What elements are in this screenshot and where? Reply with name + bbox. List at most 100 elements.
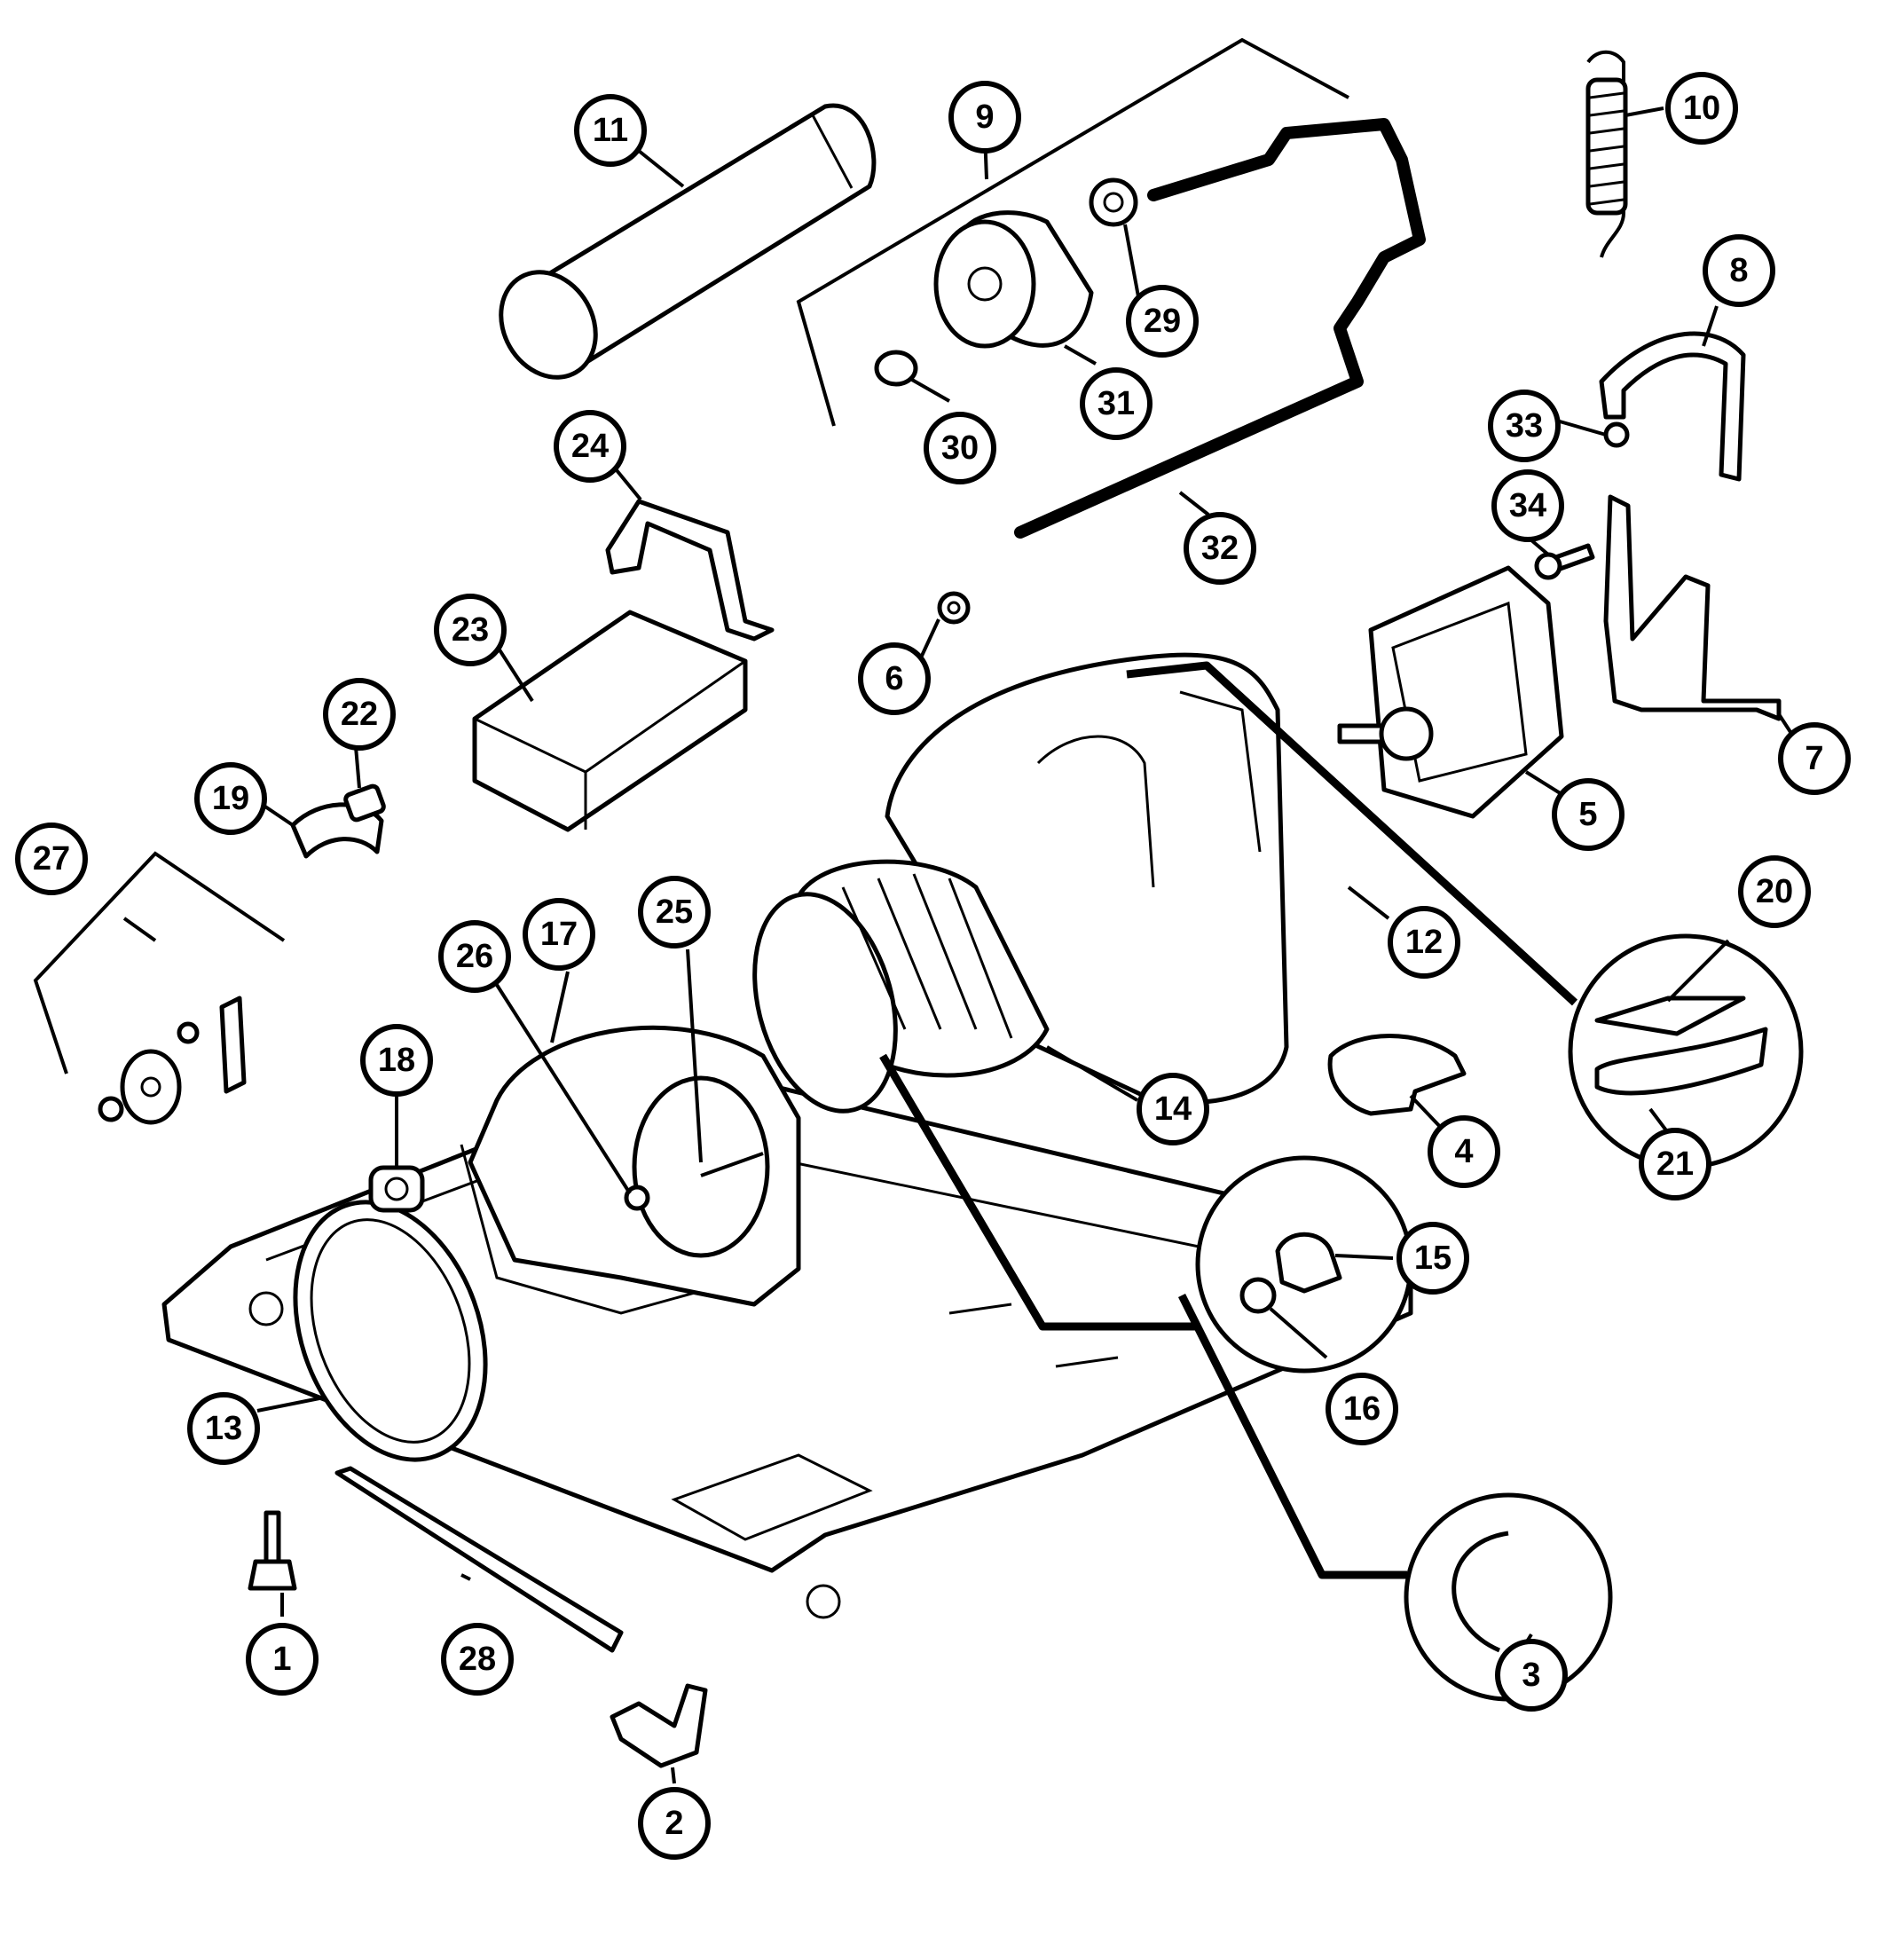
- idler-kit-frame: [796, 37, 1349, 427]
- callout-circle-33: [1488, 390, 1561, 462]
- callout-15: 15: [1396, 1222, 1469, 1295]
- callout-30: 30: [924, 412, 996, 484]
- callout-11: 11: [574, 94, 647, 167]
- callout-circle-32: [1184, 512, 1256, 585]
- callout-circle-22: [323, 678, 396, 751]
- callout-number-22: 22: [341, 696, 378, 733]
- callout-31: 31: [1080, 367, 1153, 440]
- callout-28: 28: [441, 1623, 514, 1696]
- callout-circle-21: [1639, 1128, 1711, 1200]
- callout-number-6: 6: [885, 660, 903, 697]
- callout-number-28: 28: [459, 1641, 496, 1678]
- callout-circle-20: [1738, 855, 1811, 928]
- screw-small: [1603, 421, 1630, 448]
- callout-number-14: 14: [1154, 1090, 1192, 1128]
- bracket-clip: [610, 1683, 708, 1768]
- callout-circle-5: [1552, 778, 1625, 851]
- callout-number-21: 21: [1656, 1145, 1694, 1183]
- callout-circle-26: [438, 920, 511, 993]
- callout-5: 5: [1552, 778, 1625, 851]
- callout-24: 24: [554, 410, 626, 483]
- callout-17: 17: [523, 898, 595, 971]
- callout-circle-27: [15, 823, 88, 895]
- belt-and-pad-detail: [1126, 661, 1804, 1169]
- drive-motor: [1337, 565, 1564, 819]
- callout-number-18: 18: [378, 1042, 415, 1079]
- callout-circle-4: [1428, 1115, 1500, 1188]
- filter-block: [472, 610, 748, 832]
- callout-circle-18: [360, 1024, 433, 1097]
- callout-circle-30: [924, 412, 996, 484]
- callout-13: 13: [187, 1392, 260, 1465]
- callout-circle-19: [194, 762, 267, 835]
- callout-12: 12: [1388, 906, 1460, 979]
- callout-25: 25: [638, 876, 711, 949]
- callout-number-34: 34: [1509, 487, 1546, 524]
- callout-number-31: 31: [1097, 385, 1135, 422]
- callout-27: 27: [15, 823, 88, 895]
- callout-number-32: 32: [1201, 530, 1239, 567]
- idler-arm: [1014, 118, 1426, 539]
- callout-21: 21: [1639, 1128, 1711, 1200]
- callout-22: 22: [323, 678, 396, 751]
- callout-number-27: 27: [33, 840, 70, 878]
- callout-number-20: 20: [1756, 873, 1793, 910]
- callout-number-15: 15: [1414, 1240, 1452, 1277]
- callout-9: 9: [948, 81, 1021, 153]
- idler-pulley: [933, 210, 1094, 349]
- callout-number-16: 16: [1343, 1390, 1381, 1428]
- callout-number-10: 10: [1683, 90, 1720, 127]
- callout-circle-15: [1396, 1222, 1469, 1295]
- callout-number-2: 2: [665, 1805, 683, 1842]
- callout-circle-17: [523, 898, 595, 971]
- flat-washer: [1089, 177, 1138, 227]
- callout-circle-12: [1388, 906, 1460, 979]
- callout-circle-8: [1703, 234, 1775, 307]
- front-rail: [334, 1466, 624, 1653]
- callout-20: 20: [1738, 855, 1811, 928]
- shaft-nut: [624, 1185, 650, 1211]
- callout-1: 1: [246, 1623, 319, 1696]
- callout-circle-7: [1778, 722, 1851, 795]
- blower-housing: [885, 652, 1289, 1105]
- callout-circle-24: [554, 410, 626, 483]
- callout-number-19: 19: [212, 780, 249, 817]
- mounting-bolt: [1534, 543, 1595, 580]
- bearing-detail: [879, 1053, 1413, 1374]
- callout-number-23: 23: [452, 611, 489, 649]
- callout-8: 8: [1703, 234, 1775, 307]
- callout-number-25: 25: [656, 893, 693, 931]
- callout-circle-28: [441, 1623, 514, 1696]
- callout-circle-2: [638, 1787, 711, 1860]
- motor-strap: [1599, 331, 1746, 482]
- callout-circle-1: [246, 1623, 319, 1696]
- wheel-shaft: [700, 1152, 764, 1177]
- washer-small: [937, 591, 971, 625]
- callout-circle-31: [1080, 367, 1153, 440]
- callout-number-11: 11: [593, 112, 628, 149]
- callout-number-5: 5: [1578, 796, 1597, 833]
- blower-cover: [1327, 1034, 1467, 1116]
- callout-14: 14: [1137, 1073, 1209, 1145]
- callout-19: 19: [194, 762, 267, 835]
- callout-33: 33: [1488, 390, 1561, 462]
- callout-16: 16: [1326, 1373, 1398, 1445]
- retaining-ring-detail: [1177, 1293, 1613, 1702]
- motor-mount: [1603, 494, 1782, 721]
- thermostat: [368, 1165, 425, 1213]
- callout-18: 18: [360, 1024, 433, 1097]
- callout-2: 2: [638, 1787, 711, 1860]
- exhaust-duct: [499, 103, 877, 380]
- callout-26: 26: [438, 920, 511, 993]
- callout-circle-13: [187, 1392, 260, 1465]
- callout-number-1: 1: [272, 1641, 291, 1678]
- callout-number-13: 13: [205, 1410, 242, 1447]
- callout-circle-9: [948, 81, 1021, 153]
- mounting-bracket: [605, 499, 775, 642]
- callout-number-30: 30: [941, 429, 979, 467]
- pulley-cap: [874, 350, 918, 387]
- callout-29: 29: [1126, 285, 1199, 358]
- callout-circle-11: [574, 94, 647, 167]
- callout-number-33: 33: [1506, 407, 1543, 445]
- leveling-leg: [248, 1510, 297, 1591]
